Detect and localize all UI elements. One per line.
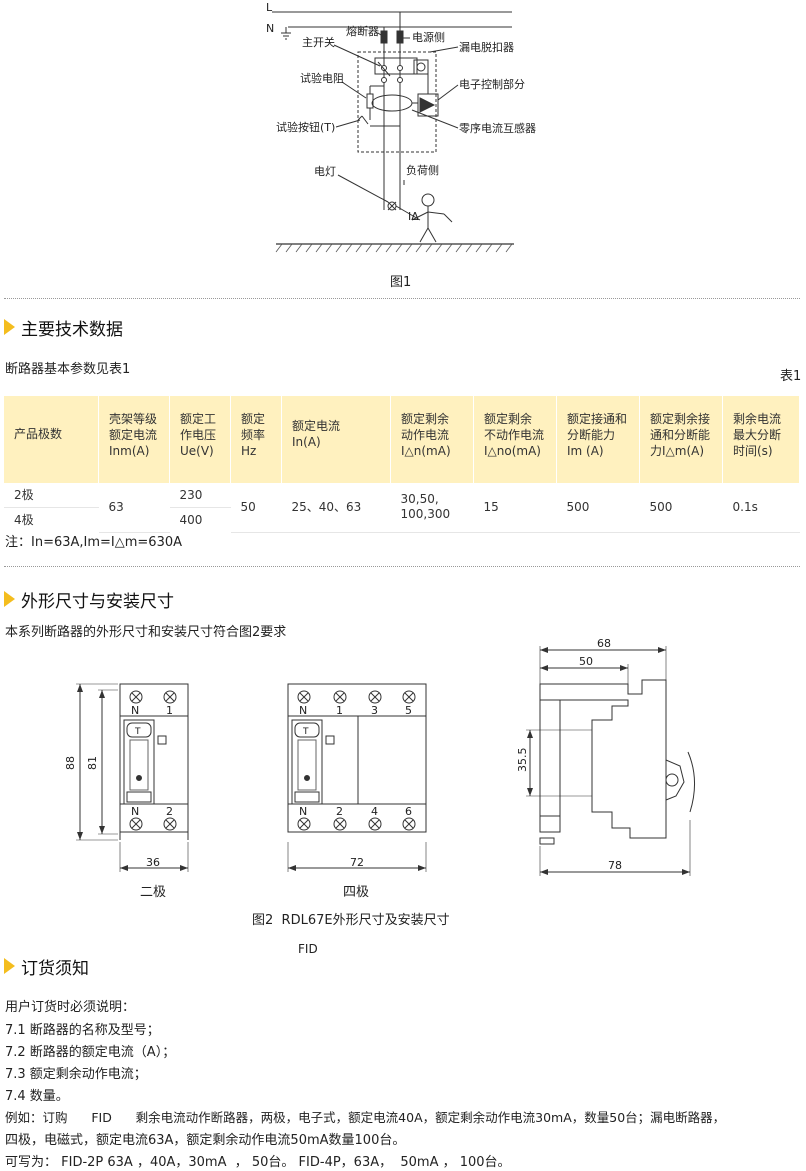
- dim-72: 72: [350, 856, 364, 869]
- table-label: 表1: [780, 369, 802, 384]
- dim-35-5: 35.5: [516, 748, 529, 773]
- fig1-label-load-side: 负荷侧: [406, 163, 439, 177]
- four-pole-label: 四极: [343, 885, 369, 900]
- fig1-label-power-side: 电源侧: [412, 30, 445, 44]
- cell-idm: 500: [639, 483, 723, 533]
- terminal-label: 2: [166, 805, 173, 818]
- ordering-line: 四极，电磁式，额定电流63A，额定剩余动作电流50mA数量100台。: [5, 1133, 406, 1148]
- terminal-label: N: [131, 704, 139, 717]
- terminal-label: 5: [405, 704, 412, 717]
- ordering-line: 7.4 数量。: [5, 1089, 69, 1104]
- ordering-line: 7.1 断路器的名称及型号；: [5, 1023, 160, 1038]
- triangle-bullet-icon: [4, 319, 15, 335]
- divider: [4, 298, 800, 299]
- col-header-tmax: 剩余电流最大分断时间(s): [722, 396, 800, 483]
- fig1-label-electronic-control: 电子控制部分: [459, 77, 525, 91]
- col-header-idm: 额定剩余接通和分断能力I△m(A): [639, 396, 723, 483]
- dim-68: 68: [597, 637, 611, 650]
- dimensions-intro: 本系列断路器的外形尺寸和安装尺寸符合图2要求: [5, 625, 287, 640]
- cell-pole: 2极: [4, 483, 99, 508]
- ordering-line: 例如：订购 FID 剩余电流动作断路器，两极，电子式，额定电流40A，额定剩余动…: [5, 1110, 726, 1125]
- terminal-label: 2: [336, 805, 343, 818]
- cell-im: 500: [556, 483, 640, 533]
- fig1-label-lamp: 电灯: [314, 165, 336, 178]
- divider: [4, 566, 800, 567]
- fig1-label-fuse: 熔断器: [346, 24, 379, 38]
- terminal-label: N: [299, 805, 307, 818]
- section-title: 订货须知: [21, 958, 89, 979]
- terminal-label: 4: [371, 805, 378, 818]
- dim-81: 81: [86, 756, 99, 770]
- terminal-label: 1: [336, 704, 343, 717]
- section-header-dimensions: 外形尺寸与安装尺寸: [4, 585, 174, 613]
- fig1-label-leak-current: IΔ: [408, 210, 419, 223]
- figure2-dimension-drawing: N 1 N 2 T N 1 3 5 N 2 4 6 T 88 81 36 72 …: [64, 637, 695, 900]
- dim-50: 50: [579, 655, 593, 668]
- terminal-label: 1: [166, 704, 173, 717]
- cell-idn: 30,50,100,300: [390, 483, 474, 533]
- table-row: 2极 63 230 50 25、40、63 30,50,100,300 15 5…: [4, 483, 800, 533]
- section-title: 主要技术数据: [21, 319, 123, 340]
- cell-in: 25、40、63: [281, 483, 391, 533]
- section-header-ordering: 订货须知: [4, 952, 89, 980]
- toggle-mark: T: [134, 727, 141, 737]
- ordering-line: 用户订货时必须说明：: [5, 1000, 136, 1015]
- two-pole-label: 二极: [140, 885, 166, 900]
- fig1-label-main-switch: 主开关: [302, 35, 335, 49]
- figure1-caption: 图1: [390, 275, 412, 290]
- dim-88: 88: [64, 756, 77, 770]
- col-header-poles: 产品极数: [4, 396, 99, 483]
- dim-36: 36: [146, 856, 160, 869]
- triangle-bullet-icon: [4, 958, 15, 974]
- cell-ue: 400: [179, 513, 203, 527]
- cell-pole: 4极: [14, 513, 34, 527]
- toggle-mark: T: [302, 727, 309, 737]
- terminal-label: 6: [405, 805, 412, 818]
- table-row: 4极 400: [4, 508, 800, 533]
- fig1-label-leakage-release: 漏电脱扣器: [459, 40, 514, 54]
- cell-idno: 15: [473, 483, 557, 533]
- ordering-line: 7.2 断路器的额定电流（A）；: [5, 1045, 176, 1060]
- fig1-label-zero-seq-ct: 零序电流互感器: [459, 121, 536, 135]
- section-header-tech-data: 主要技术数据: [4, 313, 123, 341]
- stray-fid-label: FID: [298, 942, 318, 956]
- ordering-line: 7.3 额定剩余动作电流；: [5, 1067, 147, 1082]
- figure2-caption: 图2 RDL67E外形尺寸及安装尺寸: [252, 913, 450, 928]
- figure1-circuit-diagram: L N 熔断器 电源侧 主开关 漏电脱扣器 试验电阻 电子控制部分 试验按钮(T…: [266, 1, 536, 253]
- terminal-label: N: [131, 805, 139, 818]
- ordering-line: 可写为： FID-2P 63A ，40A，30mA ， 50台。 FID-4P，…: [5, 1155, 511, 1170]
- cell-freq: 50: [230, 483, 282, 533]
- terminal-label: N: [299, 704, 307, 717]
- cell-tmax: 0.1s: [722, 483, 800, 533]
- fig1-label-n: N: [266, 22, 274, 35]
- fig1-label-test-resistor: 试验电阻: [300, 71, 344, 85]
- table-note: 注：In=63A,Im=I△m=630A: [5, 535, 183, 550]
- dim-78: 78: [608, 859, 622, 872]
- triangle-bullet-icon: [4, 591, 15, 607]
- cell-inm: 63: [98, 483, 170, 533]
- section-title: 外形尺寸与安装尺寸: [21, 591, 174, 612]
- cell-ue: 230: [169, 483, 231, 508]
- terminal-label: 3: [371, 704, 378, 717]
- fig1-label-test-button: 试验按钮(T): [276, 120, 335, 134]
- fig1-label-l: L: [266, 1, 273, 14]
- table-intro: 断路器基本参数见表1: [5, 362, 131, 377]
